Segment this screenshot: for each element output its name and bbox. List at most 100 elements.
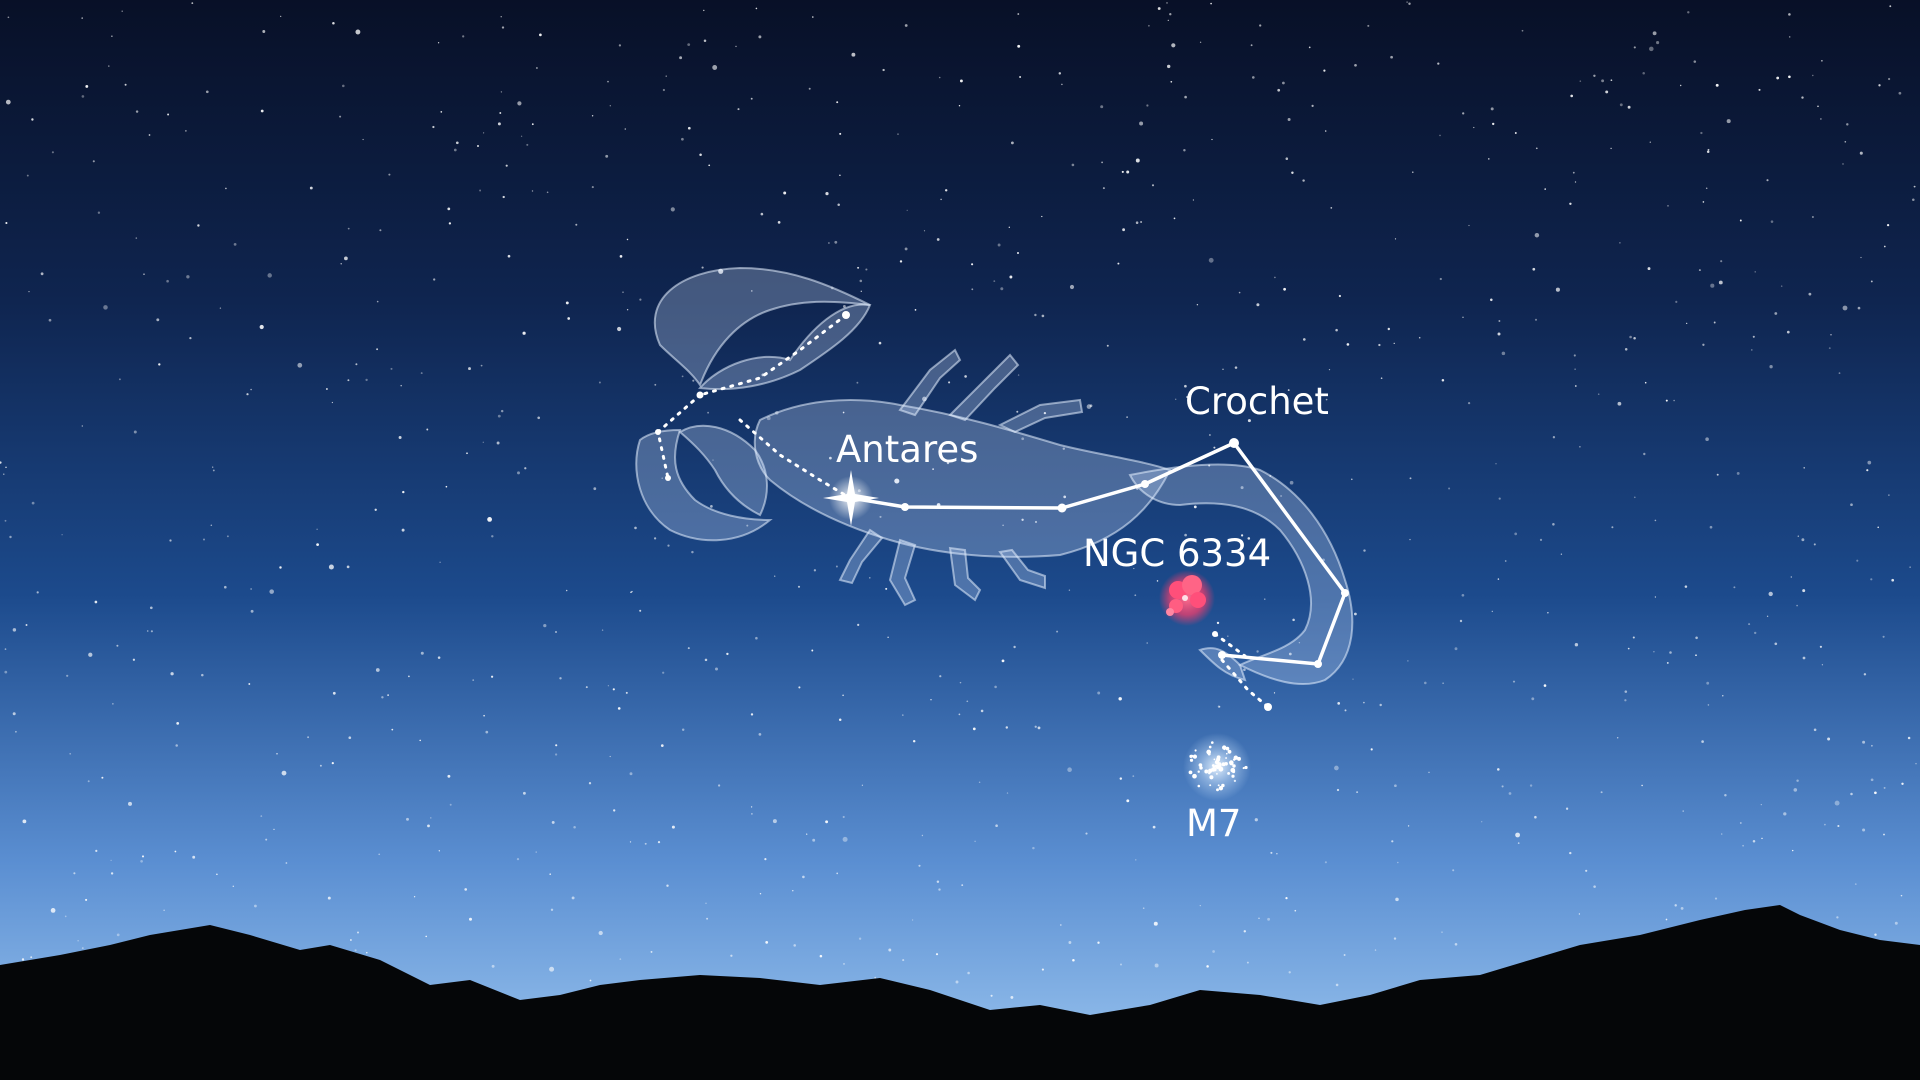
background-star [1633,46,1636,49]
background-star [938,888,941,891]
background-star [619,255,623,258]
background-star [1649,141,1651,143]
background-star [1408,2,1411,6]
background-star [1654,519,1657,522]
background-star [1273,692,1276,694]
background-star [1157,7,1161,10]
background-star [1462,316,1464,318]
background-star [605,154,609,158]
background-star [1675,300,1678,303]
background-star [1121,170,1124,173]
background-star [1467,401,1471,405]
background-star [746,524,749,527]
background-star [707,411,709,414]
background-star [496,441,500,445]
background-star [1497,332,1501,336]
m7-cluster-star [1190,754,1194,758]
background-star [1539,538,1543,542]
background-star [1776,76,1780,80]
background-star [1514,532,1518,536]
background-star [1633,336,1636,340]
background-star [1199,41,1202,43]
background-star [1126,416,1128,418]
background-star [808,87,811,90]
background-star [1709,525,1713,529]
background-star [974,840,976,843]
background-star [715,667,718,671]
background-star [81,425,83,427]
background-star [755,636,758,640]
background-star [835,565,838,568]
background-star [440,111,443,113]
background-star [1101,161,1103,164]
background-star [1102,187,1105,190]
background-star [427,824,430,828]
background-star [1407,825,1410,827]
background-star [1041,215,1043,218]
background-star [811,649,814,652]
background-star [1653,650,1655,653]
background-star [420,651,424,655]
background-star [212,469,215,472]
background-star [133,430,137,434]
background-star [1240,486,1244,490]
background-star [169,539,172,542]
background-star [1363,701,1365,704]
background-star [1665,399,1668,402]
background-star [1705,187,1708,190]
background-star [839,132,842,135]
background-star [737,108,740,111]
background-star [940,198,942,201]
background-star [1796,604,1798,607]
background-star [1243,668,1246,672]
background-star [1439,134,1441,137]
background-star [612,688,615,691]
background-star [923,230,926,232]
background-star [710,505,713,508]
background-star [829,456,832,460]
background-star [0,461,2,464]
background-star [1792,849,1794,852]
background-star [1324,130,1327,132]
background-star [1122,228,1126,232]
background-star [1898,91,1902,95]
background-star [912,739,916,743]
background-star [316,528,318,530]
background-star [1593,74,1596,78]
background-star [1862,740,1866,744]
background-star [1844,141,1847,143]
background-star [202,538,206,541]
background-star [1715,83,1719,87]
background-star [116,644,119,647]
background-star [751,290,753,292]
background-star [537,416,541,420]
background-star [666,884,669,887]
background-star [1184,533,1187,537]
background-star [1344,709,1347,712]
background-star [1034,725,1037,728]
background-star [759,892,762,895]
m7-cluster-star [1218,786,1224,791]
background-star [593,487,597,491]
background-star [1801,96,1804,99]
background-star [948,381,951,384]
background-star [250,588,252,590]
background-star [1641,784,1643,787]
background-star [1067,767,1072,772]
background-star [391,728,394,731]
background-star [103,305,108,310]
background-star [31,118,34,121]
background-star [1517,842,1520,844]
background-star [1883,786,1886,789]
m7-cluster-star [1225,746,1230,751]
background-star [703,9,705,12]
background-star [978,781,981,784]
background-star [1695,636,1698,640]
background-star [128,801,132,806]
background-star [426,428,429,431]
background-star [964,375,967,378]
background-star [4,519,7,522]
background-star [1323,69,1326,72]
background-star [520,135,523,137]
background-star [1901,782,1904,785]
